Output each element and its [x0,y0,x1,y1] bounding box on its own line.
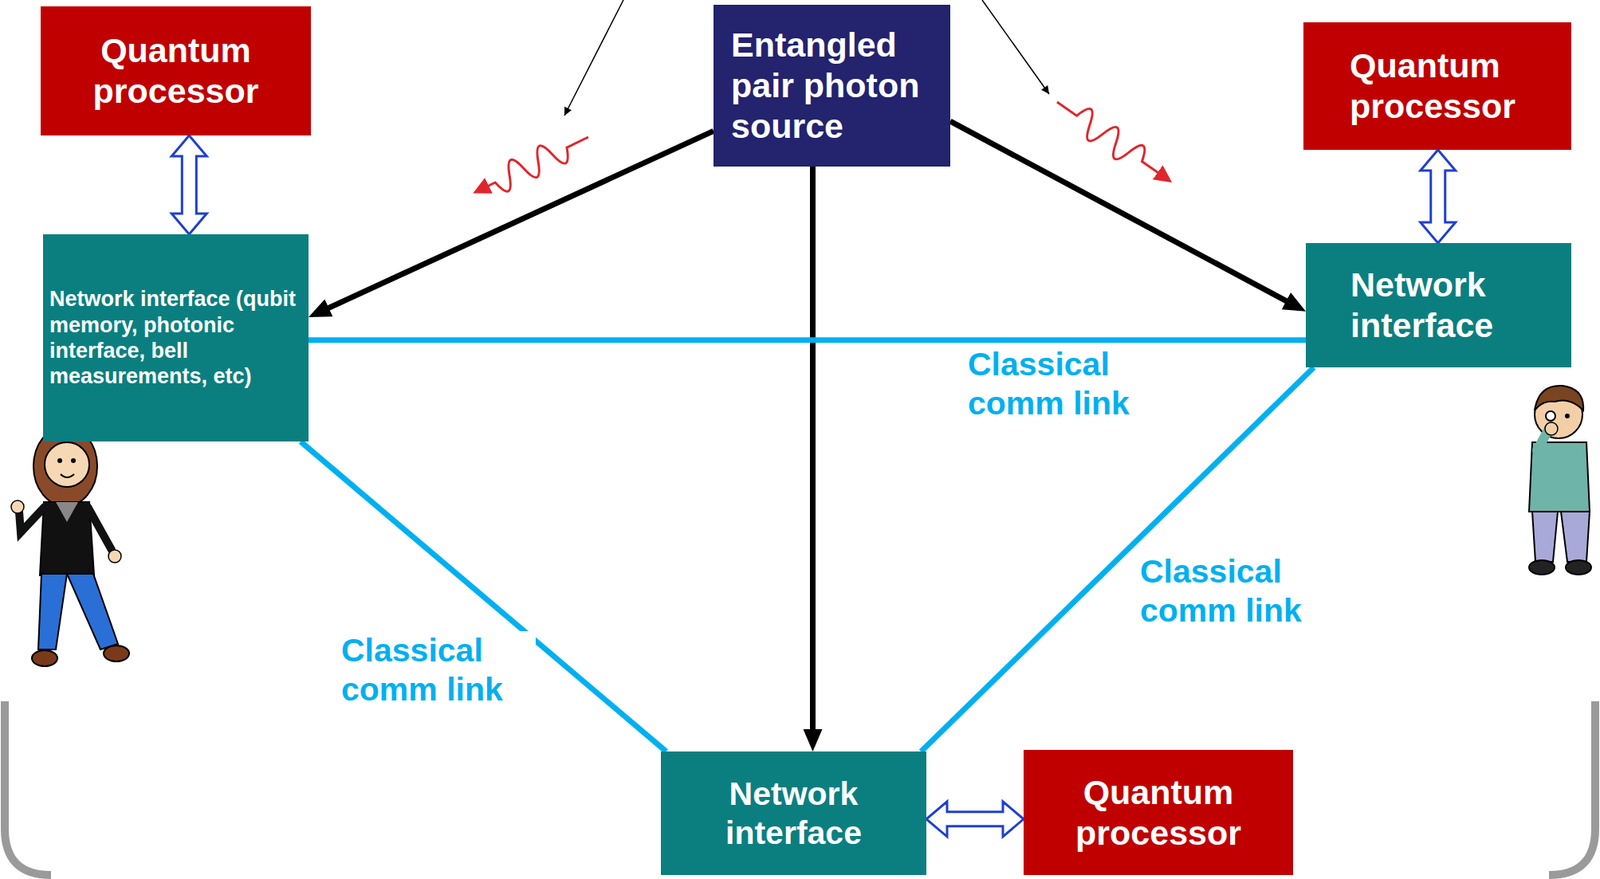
classical-link [308,337,1306,343]
frame-corner [1548,701,1596,876]
interface-box: Network interface (qubit memory, photoni… [43,234,309,442]
girl-figure [11,426,130,667]
box-text: Network interface [1350,264,1527,346]
classical-link [300,441,667,752]
box-text: Network interface [667,774,920,853]
interface-box: Network interface [1305,243,1572,368]
photon-wave [475,125,595,202]
source-box: Entangled pair photon source [713,4,951,167]
frame-corner [4,701,52,876]
photon-wave [1049,90,1173,189]
photon-channel-arrow [809,166,816,744]
box-text: Network interface (qubit memory, photoni… [49,286,303,390]
box-text: Quantum processor [1349,45,1526,126]
box-text: Entangled pair photon source [731,24,933,146]
processor-box: Quantum processor [1303,22,1572,150]
leader-line [564,0,624,116]
double-arrow [1420,149,1456,244]
link-label: Classical comm link [964,345,1163,424]
photon-channel-arrow [950,121,1299,308]
leader-line [982,0,1050,95]
boy-figure [1529,385,1592,575]
box-text: Quantum processor [1031,772,1286,854]
processor-box: Quantum processor [1023,750,1294,876]
photon-channel-arrow [315,130,714,314]
link-label: Classical comm link [1136,552,1335,631]
interface-box: Network interface [660,751,927,876]
box-text: Quantum processor [48,30,303,111]
link-label: Classical comm link [338,631,536,710]
double-arrow [171,135,207,235]
double-arrow [926,801,1024,838]
processor-box: Quantum processor [40,6,311,136]
